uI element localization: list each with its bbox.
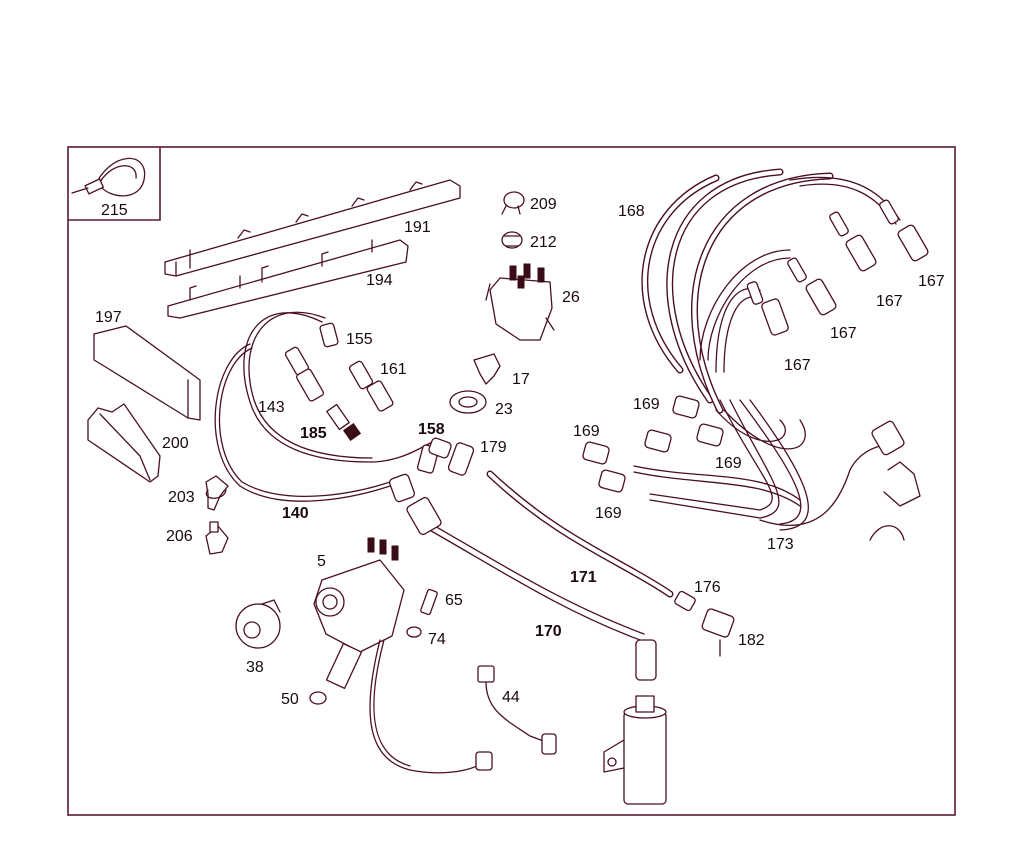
label-206: 206 xyxy=(166,528,193,545)
label-143: 143 xyxy=(258,399,285,416)
label-215: 215 xyxy=(101,202,128,219)
label-194: 194 xyxy=(366,272,393,289)
clip-209 xyxy=(501,191,525,215)
label-171: 171 xyxy=(570,569,597,586)
label-185: 185 xyxy=(300,425,327,442)
o-ring-50 xyxy=(309,691,327,705)
label-200: 200 xyxy=(162,435,189,452)
label-17: 17 xyxy=(512,371,530,388)
connector-169-5 xyxy=(644,429,672,453)
connector-176 xyxy=(674,590,696,612)
cover-rail-191 xyxy=(164,179,461,277)
label-167-b: 167 xyxy=(876,293,903,310)
sensor-cable-44 xyxy=(477,665,557,755)
clip-206 xyxy=(205,521,229,555)
label-169-d: 169 xyxy=(595,505,622,522)
holder-200 xyxy=(87,403,161,483)
label-155: 155 xyxy=(346,331,373,348)
boot-170-bottom xyxy=(635,639,657,681)
boot-179 xyxy=(447,442,475,476)
connector-169-2 xyxy=(696,423,724,447)
connector-distributor xyxy=(475,751,493,771)
cable-170 xyxy=(425,527,641,641)
connector-169-3 xyxy=(582,441,610,465)
cable-distributor xyxy=(369,639,485,774)
label-167-d: 167 xyxy=(784,357,811,374)
spark-plug-connector-167-4 xyxy=(746,281,789,336)
ignition-coil xyxy=(603,695,667,805)
diagram-frame xyxy=(67,146,956,816)
cable-tie-215 xyxy=(71,157,146,197)
label-5: 5 xyxy=(317,553,326,570)
connector-169-4 xyxy=(598,469,626,493)
label-176: 176 xyxy=(694,579,721,596)
label-167-c: 167 xyxy=(830,325,857,342)
vacuum-unit-38 xyxy=(235,599,281,649)
cable-143 xyxy=(243,312,437,463)
label-167-a: 167 xyxy=(918,273,945,290)
label-26: 26 xyxy=(562,289,580,306)
label-44: 44 xyxy=(502,689,520,706)
coil-plug-173 xyxy=(869,420,921,541)
bolt-65 xyxy=(420,588,438,616)
cable-140 xyxy=(214,343,397,502)
label-197: 197 xyxy=(95,309,122,326)
label-74: 74 xyxy=(428,631,446,648)
distributor-cap-26 xyxy=(485,263,555,341)
label-173: 173 xyxy=(767,536,794,553)
boot-158 xyxy=(416,437,452,474)
label-203: 203 xyxy=(168,489,195,506)
label-168: 168 xyxy=(618,203,645,220)
ignition-lead-bundle xyxy=(633,168,901,531)
spark-plug-connector-167-3 xyxy=(787,257,837,316)
connector-143-end xyxy=(284,346,324,402)
seal-23 xyxy=(449,390,487,414)
plug-182 xyxy=(701,608,735,657)
distributor-5 xyxy=(313,537,405,690)
spark-plug-connector-167-1 xyxy=(879,199,929,262)
label-179: 179 xyxy=(480,439,507,456)
label-191: 191 xyxy=(404,219,431,236)
label-169-c: 169 xyxy=(715,455,742,472)
plug-161 xyxy=(348,360,394,412)
inset-box-215 xyxy=(68,147,161,221)
washer-74 xyxy=(406,626,422,638)
spark-plug-185 xyxy=(326,403,362,442)
label-38: 38 xyxy=(246,659,264,676)
rotor-17 xyxy=(473,353,501,385)
label-161: 161 xyxy=(380,361,407,378)
boot-140-end xyxy=(388,473,416,503)
clip-212 xyxy=(501,231,523,249)
label-169-b: 169 xyxy=(573,423,600,440)
clip-203 xyxy=(205,475,229,511)
label-158: 158 xyxy=(418,421,445,438)
label-169-a: 169 xyxy=(633,396,660,413)
label-50: 50 xyxy=(281,691,299,708)
plug-155 xyxy=(319,322,339,348)
label-209: 209 xyxy=(530,196,557,213)
connector-169-1 xyxy=(672,395,700,419)
cover-rail-194 xyxy=(167,239,409,319)
label-182: 182 xyxy=(738,632,765,649)
label-65: 65 xyxy=(445,592,463,609)
label-23: 23 xyxy=(495,401,513,418)
label-140: 140 xyxy=(282,505,309,522)
cover-197 xyxy=(93,325,201,421)
spark-plug-connector-167-2 xyxy=(829,211,877,272)
label-170: 170 xyxy=(535,623,562,640)
boot-170-top xyxy=(406,496,442,536)
label-212: 212 xyxy=(530,234,557,251)
